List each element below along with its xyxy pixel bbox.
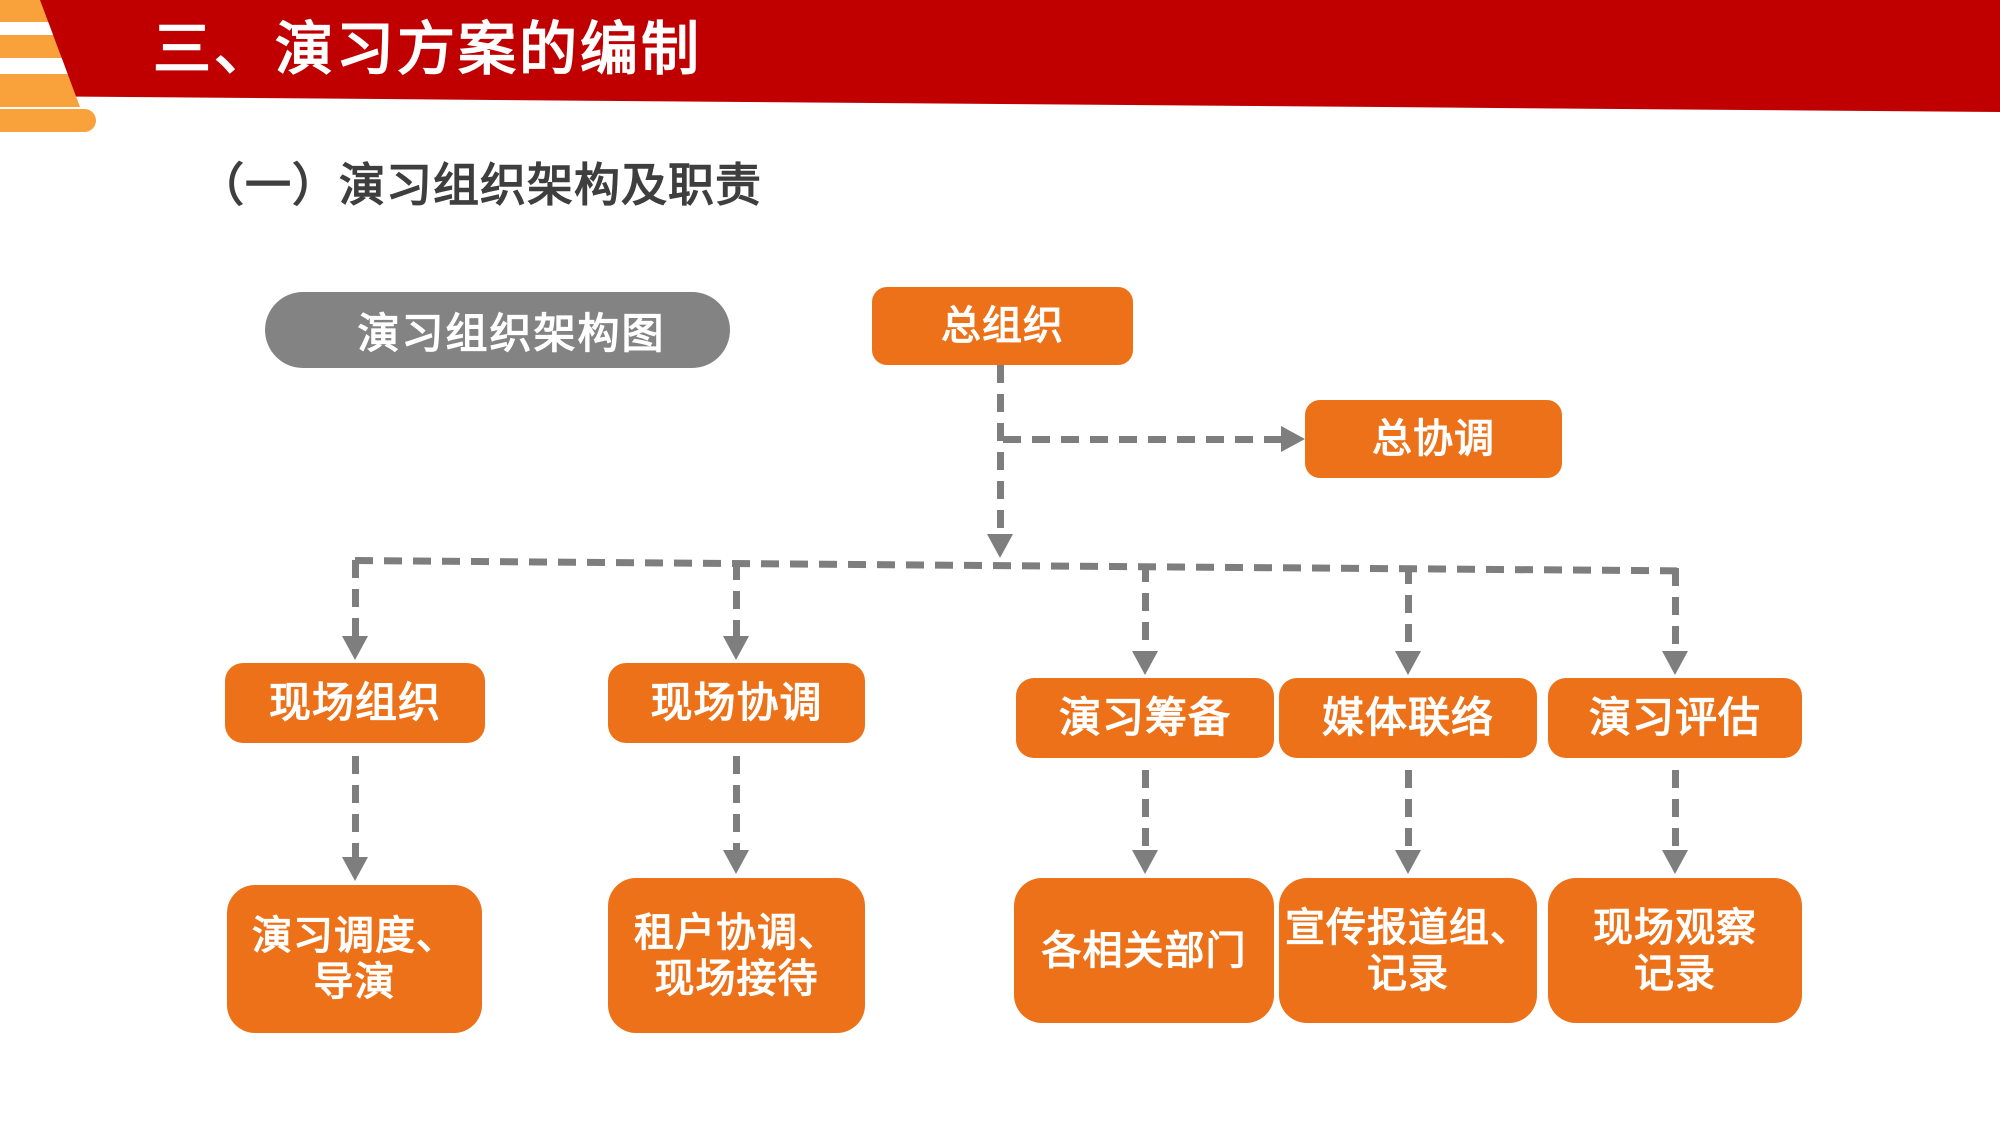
- arrowhead-root-down: [987, 534, 1013, 558]
- org-node-sub-5: 现场观察 记录: [1548, 878, 1802, 1023]
- connector-branch-4: [1405, 566, 1412, 651]
- org-node-coordinator: 总协调: [1305, 400, 1562, 478]
- traffic-cone-icon: [0, 0, 110, 134]
- arrowhead-branch-4: [1395, 651, 1421, 675]
- org-node-branch-5: 演习评估: [1548, 678, 1802, 758]
- arrowhead-branch-2: [723, 636, 749, 660]
- org-node-branch-1: 现场组织: [225, 663, 485, 743]
- connector-sub-1: [352, 756, 359, 857]
- cone-body: [0, 0, 80, 107]
- org-node-sub-3: 各相关部门: [1014, 878, 1274, 1023]
- cone-stripe: [0, 22, 80, 35]
- section-heading: （一）演习组织架构及职责: [198, 159, 762, 211]
- org-node-sub-1: 演习调度、 导演: [227, 885, 482, 1033]
- diagram-label-pill: 演习组织架构图: [265, 292, 730, 368]
- arrowhead-to-coordinator: [1281, 426, 1305, 452]
- connector-branch-5: [1672, 568, 1679, 651]
- connector-branch-1: [352, 560, 359, 636]
- arrowhead-sub-5: [1662, 850, 1688, 874]
- cone-stripe: [0, 58, 80, 74]
- arrowhead-sub-3: [1132, 850, 1158, 874]
- arrowhead-sub-4: [1395, 850, 1421, 874]
- connector-root-down: [997, 365, 1004, 535]
- connector-branch-3: [1142, 564, 1149, 651]
- connector-trunk: [354, 557, 1677, 575]
- cone-base: [0, 109, 96, 132]
- connector-sub-5: [1672, 770, 1679, 850]
- arrowhead-sub-1: [342, 857, 368, 881]
- arrowhead-sub-2: [723, 850, 749, 874]
- arrowhead-branch-5: [1662, 651, 1688, 675]
- arrowhead-branch-1: [342, 636, 368, 660]
- connector-to-coordinator: [1003, 436, 1283, 443]
- org-node-branch-2: 现场协调: [608, 663, 865, 743]
- title-banner: [0, 0, 2000, 112]
- arrowhead-branch-3: [1132, 651, 1158, 675]
- connector-sub-4: [1405, 770, 1412, 850]
- org-node-branch-4: 媒体联络: [1279, 678, 1537, 758]
- connector-sub-3: [1142, 770, 1149, 850]
- org-node-branch-3: 演习筹备: [1016, 678, 1274, 758]
- org-node-sub-2: 租户协调、 现场接待: [608, 878, 865, 1033]
- slide-title: 三、演习方案的编制: [153, 17, 703, 82]
- org-node-root: 总组织: [872, 287, 1133, 365]
- connector-branch-2: [733, 562, 740, 636]
- org-node-sub-4: 宣传报道组、 记录: [1279, 878, 1537, 1023]
- connector-sub-2: [733, 756, 740, 850]
